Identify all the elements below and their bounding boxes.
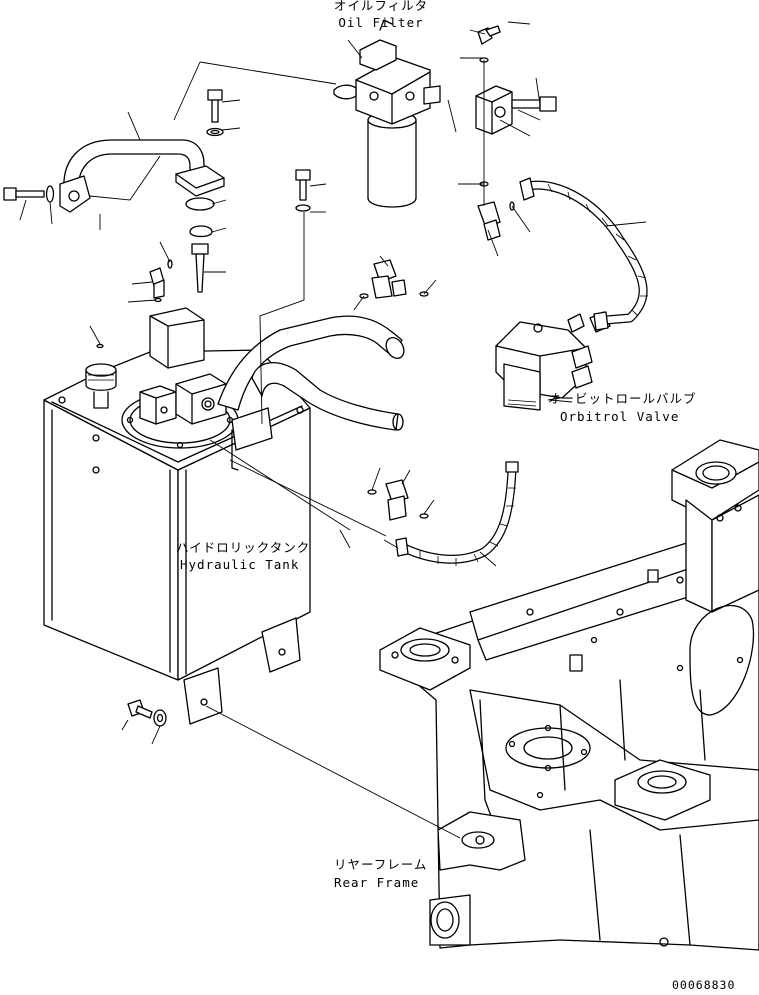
hydraulic-tank-label-jp: ハイドロリックタンク <box>176 540 311 555</box>
filter-fittings <box>475 25 557 241</box>
hoses <box>59 139 648 566</box>
rear-frame <box>379 439 759 951</box>
rear-frame-label-jp: リヤーフレーム <box>334 857 428 872</box>
hydraulic-tank-label-en: Hydraulic Tank <box>180 557 300 572</box>
orbitrol-valve-label-jp: オービットロールバルブ <box>548 391 697 406</box>
small-parts <box>3 89 429 727</box>
oil-filter-label-en: Oil Filter <box>338 15 424 30</box>
leader-lines <box>19 21 647 839</box>
rear-frame-label-en: Rear Frame <box>334 875 420 890</box>
drawing-number: 00068830 <box>672 978 736 992</box>
hydraulic-tank <box>43 307 405 725</box>
oil-filter-label-jp: オイルフィルタ <box>333 0 429 13</box>
orbitrol-valve-label-en: Orbitrol Valve <box>560 409 680 424</box>
oil-filter <box>333 19 441 208</box>
